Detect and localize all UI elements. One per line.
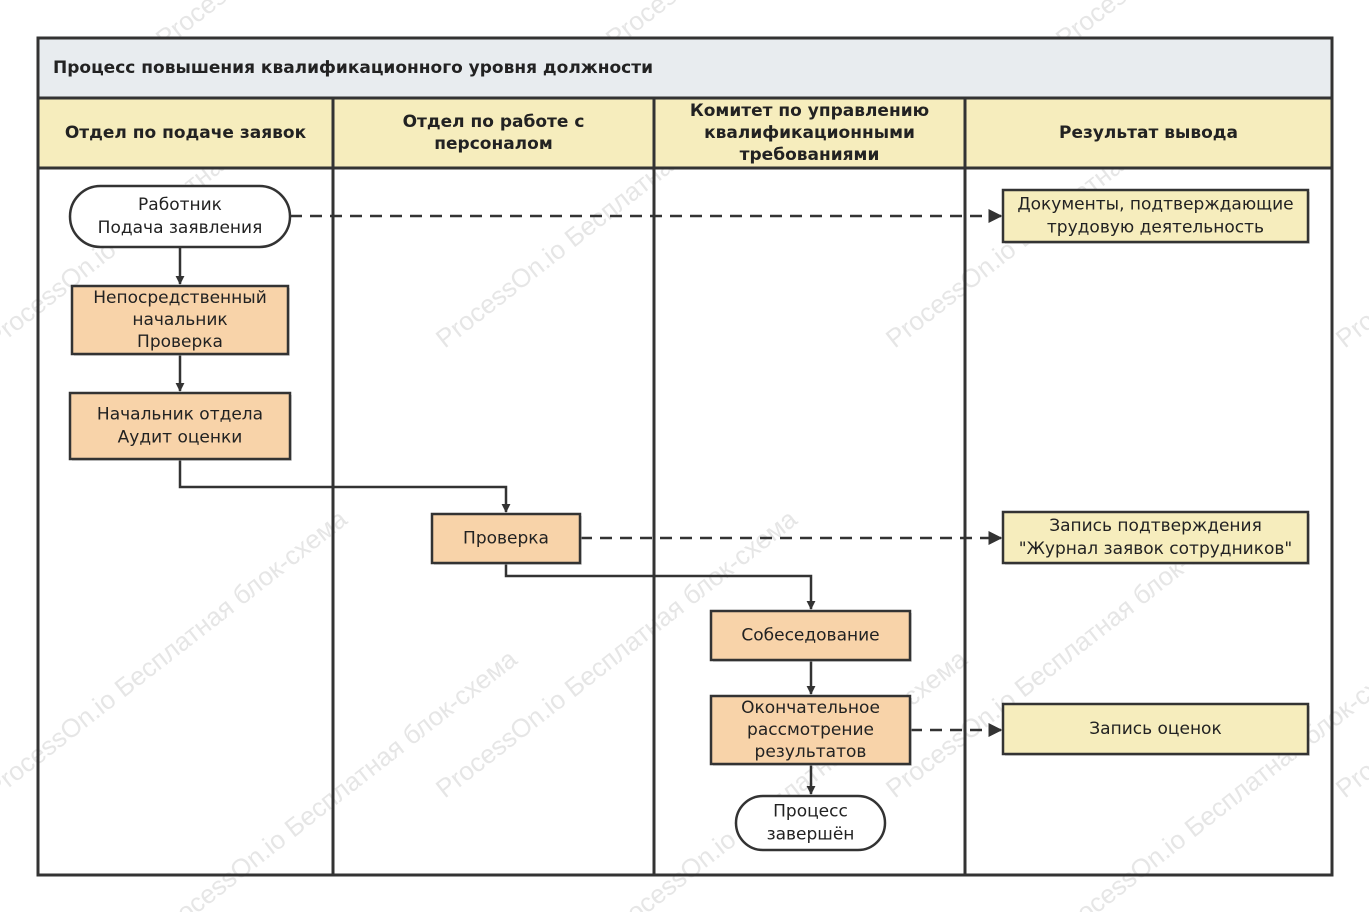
label-line: Начальник отдела [97,405,263,425]
edge-layer [175,209,1003,795]
label-line: Процесс [773,802,848,822]
diagram-title: Процесс повышения квалификационного уров… [53,58,653,78]
node-shape [430,512,582,565]
label-line: Комитет по управлению [690,101,929,121]
label-line: Проверка [137,332,223,352]
node-shape [709,609,912,662]
node-shape [709,694,912,766]
node-shape [1001,702,1310,756]
node-shape [68,184,292,249]
label-line: трудовую деятельность [1047,218,1264,238]
node-shape [1001,188,1310,244]
process-node-n4[interactable]: Проверка [430,512,582,565]
label-line: Окончательное [741,698,880,718]
label-line: Отдел по работе с [403,112,585,132]
label-line: Подача заявления [98,218,263,238]
title-bar [38,38,1332,98]
flow-connector-n3-n4 [178,459,511,513]
label-line: завершён [767,825,855,845]
lane-header-1: Отдел по подаче заявок [65,123,307,143]
node-shape [70,284,290,356]
lane-header-3: Комитет по управлениюквалификационнымитр… [690,101,929,165]
label-line: Собеседование [741,626,879,646]
outer-border [36,36,1334,877]
label-line: Документы, подтверждающие [1017,195,1293,215]
label-line: Результат вывода [1059,123,1238,143]
label-line: квалификационными [704,123,915,143]
label-line: начальник [132,310,227,330]
lane-header-bar [38,98,1332,168]
node-shape [68,391,292,461]
document-node-d1[interactable]: Документы, подтверждающие трудовую деятел… [1001,188,1310,244]
label-line: Запись подтверждения [1049,516,1262,536]
label-line: персоналом [434,134,552,154]
node-shape [734,794,887,852]
label-line: Аудит оценки [118,428,243,448]
node-shape [1001,510,1310,565]
label-line: результатов [755,742,867,762]
label-line: рассмотрение [747,720,874,740]
label-line: Работник [138,195,222,215]
label-line: Проверка [463,529,549,549]
label-line: требованиями [740,145,880,165]
document-node-d2[interactable]: Запись подтверждения "Журнал заявок сотру… [1001,510,1310,565]
label-line: Отдел по подаче заявок [65,123,307,143]
terminal-node-n7[interactable]: Процесс завершён [734,794,887,852]
label-line: "Журнал заявок сотрудников" [1019,539,1293,559]
process-node-n5[interactable]: Собеседование [709,609,912,662]
lane-header-4: Результат вывода [1059,123,1238,143]
diagram-frame: Процесс повышения квалификационного уров… [36,36,1334,877]
label-line: Запись оценок [1089,719,1221,739]
label-line: Непосредственный [93,288,267,308]
document-node-d3[interactable]: Запись оценок [1001,702,1310,756]
flow-connector-n4-n5 [504,563,816,610]
